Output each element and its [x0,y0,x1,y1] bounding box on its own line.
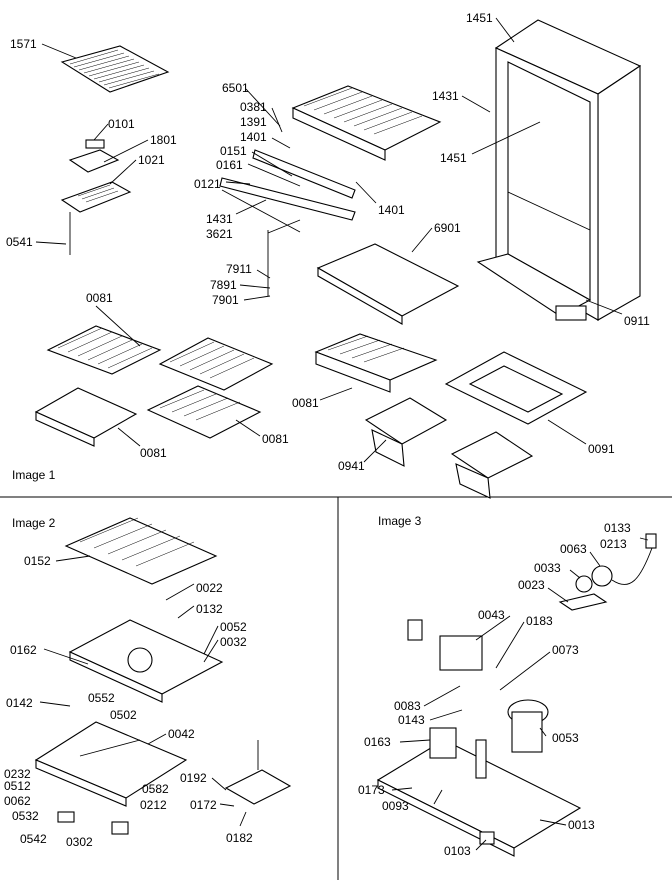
part-label: 0032 [220,635,247,649]
part-label: 0152 [24,554,51,568]
part-label: 0192 [180,771,207,785]
part-label: 0063 [560,542,587,556]
wire-shelf-0081-right [158,337,274,391]
part-label: 1401 [240,130,267,144]
part-label: 0033 [534,561,561,575]
control-assembly [60,139,132,255]
part-label: 1431 [432,89,459,103]
part-label: 0232 [4,767,31,781]
crisper-pan-0941 [364,397,534,499]
section-title-image3: Image 3 [378,514,422,528]
fan-motor-0063 [575,533,657,593]
condenser-0163 [429,727,487,779]
part-label: 0093 [382,799,409,813]
part-label: 0161 [216,158,243,172]
drawer-assembly-0132 [68,619,224,703]
part-label: 0213 [600,537,627,551]
crisper-drawer [314,333,438,393]
part-label: 1451 [440,151,467,165]
base-tray-0042 [34,721,188,807]
part-label: 1401 [378,203,405,217]
part-label: 0081 [262,432,289,446]
image3-panel [376,533,657,857]
part-label: 1391 [240,115,267,129]
bracket-0023 [558,593,608,611]
crisper-cover [291,85,442,161]
wire-shelf-0081-left [46,325,162,375]
control-box-0192 [224,740,292,805]
drawer-0081-right [146,385,262,439]
evaporator-0043 [407,619,483,671]
part-label: 0073 [552,643,579,657]
part-label: 0512 [4,779,31,793]
part-label: 1451 [466,11,493,25]
part-label: 0081 [292,396,319,410]
part-label: 1431 [206,212,233,226]
section-title-image1: Image 1 [12,468,56,482]
part-label: 7901 [212,293,239,307]
part-label: 0133 [604,521,631,535]
part-label: 0552 [88,691,115,705]
part-label: 0022 [196,581,223,595]
part-label: 7891 [210,278,237,292]
part-label: 0142 [6,696,33,710]
drawer-0081-left [34,387,138,447]
part-label: 0043 [478,608,505,622]
part-label: 0083 [394,699,421,713]
part-label: 1021 [138,153,165,167]
part-label: 0542 [20,832,47,846]
part-label: 0013 [568,818,595,832]
part-label: 7911 [226,262,252,276]
part-label: 0081 [86,291,113,305]
part-label: 0381 [240,100,267,114]
leader-lines [35,17,649,851]
part-label: 0911 [624,314,650,328]
part-label: 0121 [194,177,221,191]
part-label: 6901 [434,221,461,235]
crisper-frame-0091 [444,351,588,425]
part-label: 0062 [4,794,31,808]
part-label: 0582 [142,782,169,796]
part-label: 0162 [10,643,37,657]
part-label: 0103 [444,844,471,858]
part-label: 3621 [206,227,233,241]
part-label: 0182 [226,831,253,845]
part-label: 6501 [222,81,249,95]
part-label: 0091 [588,442,615,456]
part-label: 1801 [150,133,177,147]
part-label: 0042 [168,727,195,741]
refrigerator-cabinet [476,19,642,321]
glass-shelf-6901 [316,243,460,325]
part-label: 0143 [398,713,425,727]
rail-assembly [219,149,356,296]
section-title-image2: Image 2 [12,516,56,530]
part-label: 1571 [10,37,37,51]
part-label: 0101 [108,117,135,131]
shelf-0152 [64,517,218,585]
part-label: 0183 [526,614,553,628]
image1-panel [34,19,642,499]
part-label: 0302 [66,835,93,849]
wire-shelf-1571 [60,45,170,93]
part-label: 0212 [140,798,167,812]
part-label: 0163 [364,735,391,749]
part-label: 0172 [190,798,217,812]
part-label: 0502 [110,708,137,722]
part-label: 0532 [12,809,39,823]
compressor-0053 [507,699,549,753]
part-label: 0053 [552,731,579,745]
small-parts-0532 [57,811,129,835]
drain-0103 [479,831,495,845]
part-label: 0151 [220,144,247,158]
part-label: 0052 [220,620,247,634]
part-label: 0023 [518,578,545,592]
part-label: 0132 [196,602,223,616]
part-label: 0081 [140,446,167,460]
part-label: 0941 [338,459,365,473]
part-label: 0541 [6,235,33,249]
part-label: 0173 [358,783,385,797]
image2-panel [34,517,292,835]
